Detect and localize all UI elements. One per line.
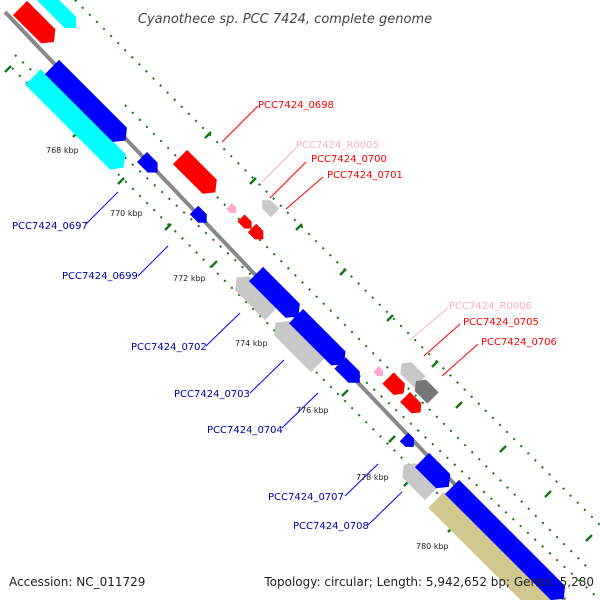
gene-arrow[interactable]: [25, 69, 131, 175]
gene-label[interactable]: PCC7424_0701: [327, 170, 403, 181]
gene-arrow[interactable]: [44, 59, 133, 148]
gene-arrow[interactable]: [444, 479, 571, 600]
gene-arrow[interactable]: [226, 203, 239, 216]
scale-label: 776 kbp: [296, 406, 329, 415]
gene-arrow[interactable]: [397, 458, 440, 501]
gene-arrow[interactable]: [288, 308, 351, 371]
scale-label: 770 kbp: [110, 209, 143, 218]
gene-label[interactable]: PCC7424_0697: [12, 221, 88, 232]
scale-label: 772 kbp: [173, 274, 206, 283]
topology-summary: Topology: circular; Length: 5,942,652 bp…: [263, 575, 594, 589]
scale-label: 780 kbp: [416, 542, 449, 551]
gene-arrow[interactable]: [248, 266, 306, 324]
gene-label[interactable]: PCC7424_0707: [268, 492, 344, 503]
gene-arrow[interactable]: [400, 392, 425, 417]
gene-label[interactable]: PCC7424_0706: [481, 337, 557, 348]
gene-arrow[interactable]: [189, 205, 211, 227]
gene-arrow[interactable]: [414, 452, 456, 494]
gene-label[interactable]: PCC7424_0708: [293, 521, 369, 532]
scale-label: 778 kbp: [356, 473, 389, 482]
gene-arrow[interactable]: [269, 316, 326, 373]
scale-label: 774 kbp: [235, 339, 268, 348]
track-guides: [11, 0, 600, 600]
gene-label[interactable]: PCC7424_R0006: [449, 301, 532, 312]
gene-label[interactable]: PCC7424_0705: [463, 317, 539, 328]
gene-label[interactable]: PCC7424_0703: [174, 389, 250, 400]
map-title: Cyanothece sp. PCC 7424, complete genome: [138, 12, 432, 27]
gene-arrow[interactable]: [258, 196, 280, 218]
gene-arrow[interactable]: [36, 0, 81, 34]
gene-label[interactable]: PCC7424_0702: [131, 342, 207, 353]
leader-lines-forward: [221, 105, 479, 377]
scale-label: 768 kbp: [46, 146, 79, 155]
gene-arrow[interactable]: [172, 149, 222, 199]
gene-arrow[interactable]: [410, 375, 439, 404]
gene-labels-reverse: PCC7424_0697 PCC7424_0699 PCC7424_0702 P…: [12, 221, 369, 532]
gene-arrow[interactable]: [428, 492, 562, 600]
gene-label[interactable]: PCC7424_0704: [207, 425, 283, 436]
accession-label: Accession: NC_011729: [9, 575, 145, 589]
gene-arrow[interactable]: [399, 432, 418, 451]
gene-arrow[interactable]: [373, 366, 386, 379]
gene-arrow[interactable]: [334, 357, 365, 388]
gene-label[interactable]: PCC7424_R0005: [296, 140, 379, 151]
gene-arrow[interactable]: [137, 152, 162, 177]
gene-arrow[interactable]: [230, 271, 280, 321]
gene-label[interactable]: PCC7424_0700: [311, 154, 387, 165]
gene-labels-forward: PCC7424_0698 PCC7424_R0005 PCC7424_0700 …: [258, 100, 557, 348]
gene-label[interactable]: PCC7424_0698: [258, 100, 334, 111]
gene-label[interactable]: PCC7424_0699: [62, 271, 138, 282]
gene-arrow[interactable]: [247, 223, 268, 244]
gene-arrows: [12, 0, 571, 600]
gene-arrow[interactable]: [12, 0, 61, 49]
scale-labels: 768 kbp 770 kbp 772 kbp 774 kbp 776 kbp …: [46, 146, 449, 551]
leader-lines-reverse: [85, 191, 403, 526]
